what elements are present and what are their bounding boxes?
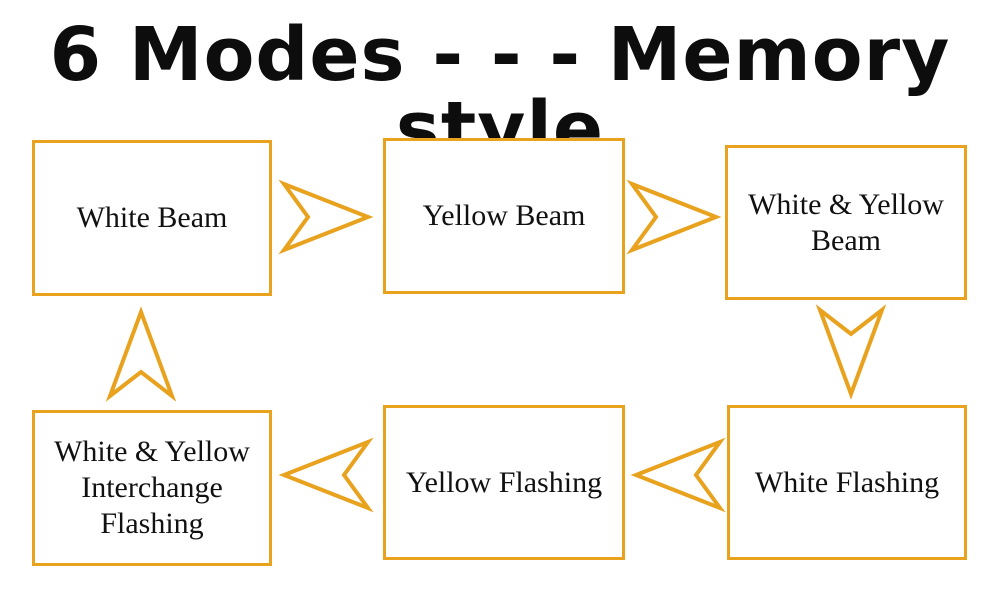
arrow-left-icon bbox=[630, 437, 726, 513]
mode-label: Yellow Beam bbox=[422, 199, 586, 232]
mode-box-white-beam: White Beam bbox=[32, 140, 272, 296]
diagram-title: 6 Modes - - - Memory style bbox=[49, 12, 951, 172]
mode-box-white-flashing: White Flashing bbox=[727, 405, 967, 560]
mode-label: White & Yellow Interchange Flashing bbox=[54, 435, 250, 540]
arrow-right-icon bbox=[626, 179, 722, 255]
mode-box-interchange-flashing: White & Yellow Interchange Flashing bbox=[32, 410, 272, 566]
mode-label: White Beam bbox=[76, 201, 228, 234]
arrow-left-icon bbox=[278, 437, 374, 513]
mode-box-yellow-flashing: Yellow Flashing bbox=[383, 405, 625, 560]
mode-box-yellow-beam: Yellow Beam bbox=[383, 138, 625, 294]
mode-box-white-yellow-beam: White & Yellow Beam bbox=[725, 145, 967, 300]
arrow-right-icon bbox=[278, 179, 374, 255]
mode-label: White Flashing bbox=[754, 465, 940, 499]
arrow-up-icon bbox=[105, 306, 177, 402]
mode-label: Yellow Flashing bbox=[405, 465, 603, 499]
mode-label: White & Yellow Beam bbox=[748, 187, 944, 257]
arrow-down-icon bbox=[815, 304, 887, 400]
